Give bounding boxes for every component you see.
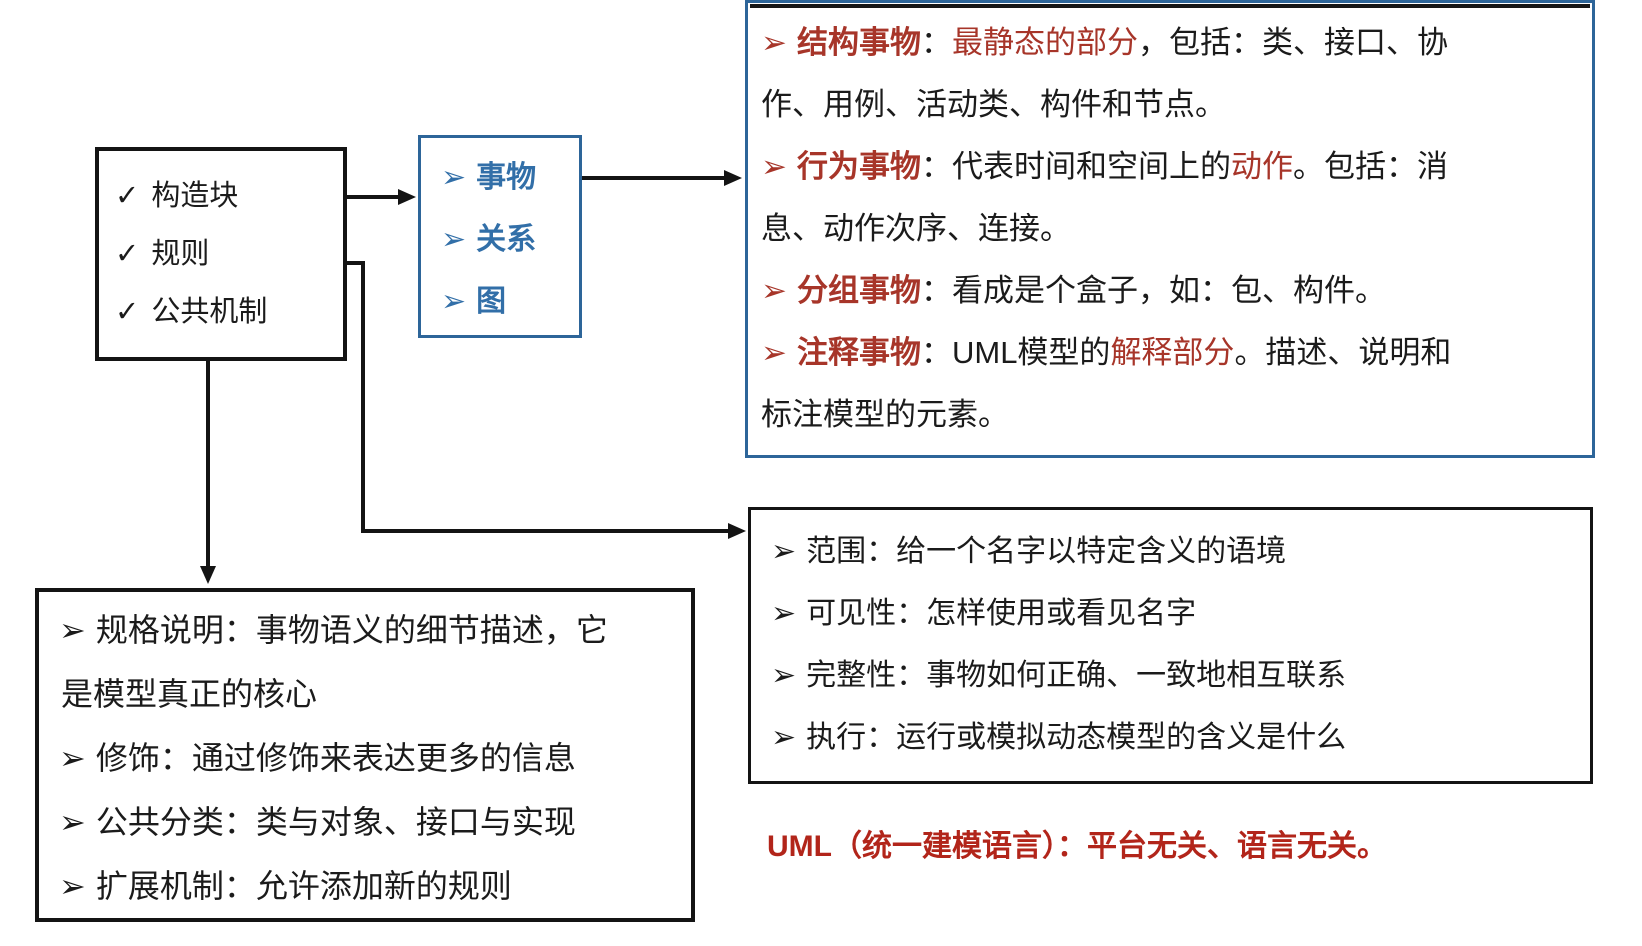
text-run: 是模型真正的核心	[61, 676, 318, 712]
extensibility-line: ➢扩展机制：允许添加新的规则	[59, 854, 683, 918]
text-run: ：看成是个盒子，如：包、构件。	[920, 273, 1386, 308]
building-blocks-box: ✓ 构造块 ✓ 规则 ✓ 公共机制	[95, 147, 347, 361]
text-run: 范围：给一个名字以特定含义的语境	[806, 535, 1287, 568]
arrow-bullet-icon: ➢	[771, 721, 797, 754]
integrity-line: ➢ 完整性：事物如何正确、一致地相互联系	[771, 645, 1582, 707]
check-icon: ✓	[115, 180, 140, 212]
specification-line: ➢规格说明：事物语义的细节描述，它	[59, 598, 683, 662]
arrow-bullet-icon: ➢	[441, 223, 467, 256]
common-divisions-line: ➢公共分类：类与对象、接口与实现	[59, 790, 683, 854]
text-run: 完整性：事物如何正确、一致地相互联系	[806, 659, 1347, 692]
rules-detail-box: ➢ 范围：给一个名字以特定含义的语境 ➢ 可见性：怎样使用或看见名字 ➢ 完整性：事物…	[748, 507, 1593, 784]
item-relations: ➢ 关系	[421, 209, 579, 271]
check-icon: ✓	[115, 296, 140, 328]
item-label: 构造块	[151, 180, 239, 212]
text-run: 注释事物	[796, 335, 921, 370]
top-divider	[750, 4, 1590, 8]
arrow-bullet-icon: ➢	[761, 149, 787, 184]
item-building-block: ✓ 构造块	[99, 167, 343, 225]
arrow-bullet-icon: ➢	[441, 285, 467, 318]
text-run: ，包括：类、接口、协	[1137, 25, 1448, 60]
text-run: 结构事物	[796, 25, 921, 60]
mechanisms-detail-box: ➢规格说明：事物语义的细节描述，它 是模型真正的核心 ➢修饰：通过修饰来表达更多…	[35, 588, 695, 922]
specification-line-2: 是模型真正的核心	[59, 662, 683, 726]
grouping-things-line: ➢ 分组事物：看成是个盒子，如：包、构件。	[761, 260, 1582, 322]
arrow-bullet-icon: ➢	[59, 804, 86, 840]
text-run: 执行：运行或模拟动态模型的含义是什么	[806, 721, 1347, 754]
item-common-mechanisms: ✓ 公共机制	[99, 283, 343, 341]
arrow-bullet-icon: ➢	[761, 25, 787, 60]
text-run: 最静态的部分	[951, 25, 1138, 60]
arrow-bullet-icon: ➢	[59, 740, 86, 776]
adornments-line: ➢修饰：通过修饰来表达更多的信息	[59, 726, 683, 790]
text-run: 扩展机制：允许添加新的规则	[95, 868, 512, 904]
text-run: 修饰：通过修饰来表达更多的信息	[95, 740, 576, 776]
item-label: 规则	[151, 238, 210, 270]
arrow-bullet-icon: ➢	[59, 612, 86, 648]
text-run: 解释部分	[1110, 335, 1235, 370]
check-icon: ✓	[115, 238, 140, 270]
text-run: ：UML模型的	[920, 335, 1111, 370]
behavioral-things-line: ➢ 行为事物：代表时间和空间上的动作。包括：消	[761, 136, 1582, 198]
text-run: 公共分类：类与对象、接口与实现	[95, 804, 576, 840]
structural-things-line-2: 作、用例、活动类、构件和节点。	[761, 74, 1582, 136]
item-diagrams: ➢图	[421, 271, 579, 333]
text-run: ：	[920, 25, 952, 60]
text-run: 标注模型的元素。	[761, 397, 1009, 432]
text-run: 规格说明：事物语义的细节描述，它	[95, 612, 608, 648]
arrow-bullet-icon: ➢	[771, 597, 797, 630]
text-run: ：代表时间和空间上的	[920, 149, 1231, 184]
execution-line: ➢ 执行：运行或模拟动态模型的含义是什么	[771, 707, 1582, 769]
text-run: 分组事物	[796, 273, 921, 308]
behavioral-things-line-2: 息、动作次序、连接。	[761, 198, 1582, 260]
text-run: 。描述、说明和	[1234, 335, 1452, 370]
arrow-bullet-icon: ➢	[771, 659, 797, 692]
item-label: 图	[476, 285, 507, 318]
text-run: 作、用例、活动类、构件和节点。	[761, 87, 1226, 122]
arrow-bullet-icon: ➢	[441, 161, 467, 194]
item-rules: ✓ 规则	[99, 225, 343, 283]
item-things: ➢ 事物	[421, 147, 579, 209]
arrow-bullet-icon: ➢	[761, 335, 787, 370]
item-label: 事物	[476, 161, 537, 194]
things-relations-diagrams-box: ➢事物 ➢关系 ➢图	[418, 135, 582, 338]
text-run: 行为事物	[796, 149, 921, 184]
text-run: 可见性：怎样使用或看见名字	[806, 597, 1197, 630]
item-label: 公共机制	[151, 296, 268, 328]
scope-line: ➢ 范围：给一个名字以特定含义的语境	[771, 521, 1582, 583]
arrow-bullet-icon: ➢	[59, 868, 86, 904]
visibility-line: ➢ 可见性：怎样使用或看见名字	[771, 583, 1582, 645]
structural-things-line: ➢ 结构事物：最静态的部分，包括：类、接口、协	[761, 12, 1582, 74]
text-run: 。包括：消	[1292, 149, 1448, 184]
annotational-things-line-2: 标注模型的元素。	[761, 384, 1582, 446]
text-run: 动作	[1230, 149, 1293, 184]
arrow-bullet-icon: ➢	[771, 535, 797, 568]
arrow-bullet-icon: ➢	[761, 273, 787, 308]
uml-caption: UML（统一建模语言）：平台无关、语言无关。	[767, 830, 1387, 863]
item-label: 关系	[476, 223, 537, 256]
things-detail-box: ➢ 结构事物：最静态的部分，包括：类、接口、协 作、用例、活动类、构件和节点。 ➢…	[745, 0, 1595, 458]
annotational-things-line: ➢ 注释事物：UML模型的解释部分。描述、说明和	[761, 322, 1582, 384]
text-run: 息、动作次序、连接。	[761, 211, 1071, 246]
